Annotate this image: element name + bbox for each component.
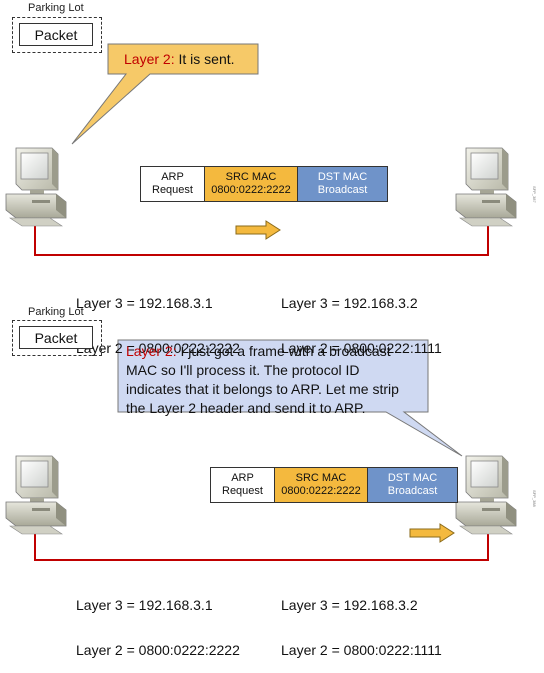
figure-id-1: SFP_387	[532, 186, 537, 203]
dst-mac-label-2: DST MAC	[387, 472, 438, 484]
bubble-line-2-3: indicates that it belongs to ARP. Let me…	[126, 381, 399, 397]
bubble-prefix-1: Layer 2:	[124, 51, 175, 67]
direction-arrow-1-icon	[235, 220, 281, 240]
right-layer2-1: Layer 2 = 0800:0222:1111	[281, 340, 442, 356]
left-layer2-2: Layer 2 = 0800:0222:2222	[76, 642, 240, 658]
bubble-prefix-2: Layer 2:	[126, 343, 177, 359]
figure-id-2: SFP_388	[532, 490, 537, 507]
bubble-line-2-1: Layer 2: I just got a frame with a broad…	[126, 342, 426, 361]
bubble-line-2-1-text: I just got a frame with a broadcast	[180, 343, 391, 359]
arp-label-2: ARP	[231, 472, 254, 484]
bubble-text-1: Layer 2: It is sent.	[124, 50, 235, 69]
computer-right-2-icon	[455, 455, 517, 535]
left-layer3-2: Layer 3 = 192.168.3.1	[76, 597, 213, 613]
arp-type-1: Request	[152, 184, 193, 196]
right-host-addresses-2: Layer 3 = 192.168.3.2 Layer 2 = 0800:022…	[281, 568, 442, 673]
dst-mac-label-1: DST MAC	[317, 171, 368, 183]
bubble-line-1-1: It is sent.	[178, 51, 235, 67]
src-mac-label-2: SRC MAC	[295, 472, 347, 484]
diagram-canvas	[5, 43, 517, 561]
speech-bubble-1	[71, 43, 259, 145]
frame-2: ARP Request SRC MAC 0800:0222:2222 DST M…	[210, 467, 458, 503]
arp-label-1: ARP	[161, 171, 184, 183]
dst-mac-value-2: Broadcast	[387, 485, 438, 497]
frame-arp-cell-1: ARP Request	[141, 167, 204, 201]
network-link-2	[34, 530, 489, 561]
right-layer3-1: Layer 3 = 192.168.3.2	[281, 295, 418, 311]
right-host-addresses-1: Layer 3 = 192.168.3.2 Layer 2 = 0800:022…	[281, 266, 442, 371]
right-layer3-2: Layer 3 = 192.168.3.2	[281, 597, 418, 613]
parking-lot-1: Packet	[12, 17, 102, 53]
parking-lot-label-2: Parking Lot	[28, 306, 84, 318]
bubble-line-2-4: the Layer 2 header and send it to ARP.	[126, 400, 366, 416]
parking-lot-2: Packet	[12, 320, 102, 356]
frame-arp-cell-2: ARP Request	[211, 468, 274, 502]
network-link-1	[34, 222, 489, 256]
left-host-addresses-2: Layer 3 = 192.168.3.1 Layer 2 = 0800:022…	[76, 568, 240, 673]
src-mac-value-1: 0800:0222:2222	[211, 184, 291, 196]
speech-bubble-2	[117, 339, 463, 457]
left-layer3-1: Layer 3 = 192.168.3.1	[76, 295, 213, 311]
computer-left-2-icon	[5, 455, 67, 535]
frame-src-mac-cell-1: SRC MAC 0800:0222:2222	[204, 167, 297, 201]
packet-box-2: Packet	[19, 326, 93, 349]
direction-arrow-2-icon	[409, 523, 455, 543]
dst-mac-value-1: Broadcast	[317, 184, 368, 196]
arp-type-2: Request	[222, 485, 263, 497]
frame-1: ARP Request SRC MAC 0800:0222:2222 DST M…	[140, 166, 388, 202]
frame-dst-mac-cell-1: DST MAC Broadcast	[297, 167, 387, 201]
src-mac-value-2: 0800:0222:2222	[281, 485, 361, 497]
src-mac-label-1: SRC MAC	[225, 171, 277, 183]
frame-src-mac-cell-2: SRC MAC 0800:0222:2222	[274, 468, 367, 502]
bubble-text-2: Layer 2: I just got a frame with a broad…	[126, 342, 426, 418]
parking-lot-label-1: Parking Lot	[28, 2, 84, 14]
computer-left-1-icon	[5, 147, 67, 227]
computer-right-1-icon	[455, 147, 517, 227]
packet-box-1: Packet	[19, 23, 93, 46]
right-layer2-2: Layer 2 = 0800:0222:1111	[281, 642, 442, 658]
frame-dst-mac-cell-2: DST MAC Broadcast	[367, 468, 457, 502]
bubble-line-2-2: MAC so I'll process it. The protocol ID	[126, 362, 360, 378]
